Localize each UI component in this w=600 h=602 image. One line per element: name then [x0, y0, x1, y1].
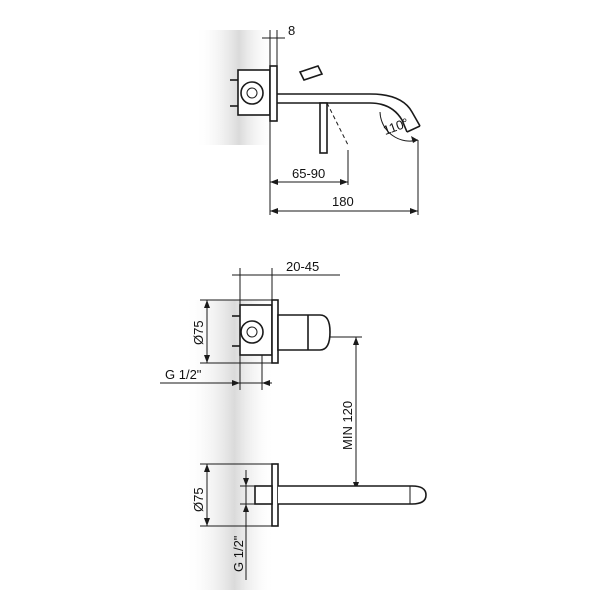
dim-plate-thickness: 8 [288, 23, 295, 38]
dim-min-height: MIN 120 [340, 401, 355, 450]
side-view [230, 30, 421, 215]
dim-angle: 110° [381, 115, 411, 138]
dim-plate-diameter-top: Ø75 [191, 320, 206, 345]
spout-outline-upper [277, 93, 421, 127]
cartridge-circle [240, 81, 264, 105]
lever-handle [319, 102, 328, 154]
plan-handle-cylinder [277, 314, 331, 351]
dim-body-depth: 20-45 [286, 259, 319, 274]
lever-top [298, 65, 324, 81]
spout-connector [254, 485, 273, 505]
cartridge-inner [246, 87, 258, 99]
spout-plan-view [200, 463, 427, 580]
dim-total-length: 180 [332, 194, 354, 209]
spout-outline-lower [277, 102, 408, 133]
spout-body [278, 485, 427, 505]
angle-arc [379, 111, 419, 142]
dim-thread-bottom: G 1/2" [231, 535, 246, 572]
lever-travel-dash [326, 102, 349, 146]
dim-plate-diameter-bottom: Ø75 [191, 487, 206, 512]
plan-view [160, 268, 362, 490]
dim-thread-top: G 1/2" [165, 367, 202, 382]
dim-reach-adjust: 65-90 [292, 166, 325, 181]
wall-plate [269, 65, 278, 122]
plan-mixer-body [239, 304, 273, 356]
mixer-body [237, 69, 271, 116]
spout-wall-plate [271, 463, 279, 527]
plan-wall-plate [271, 299, 279, 364]
